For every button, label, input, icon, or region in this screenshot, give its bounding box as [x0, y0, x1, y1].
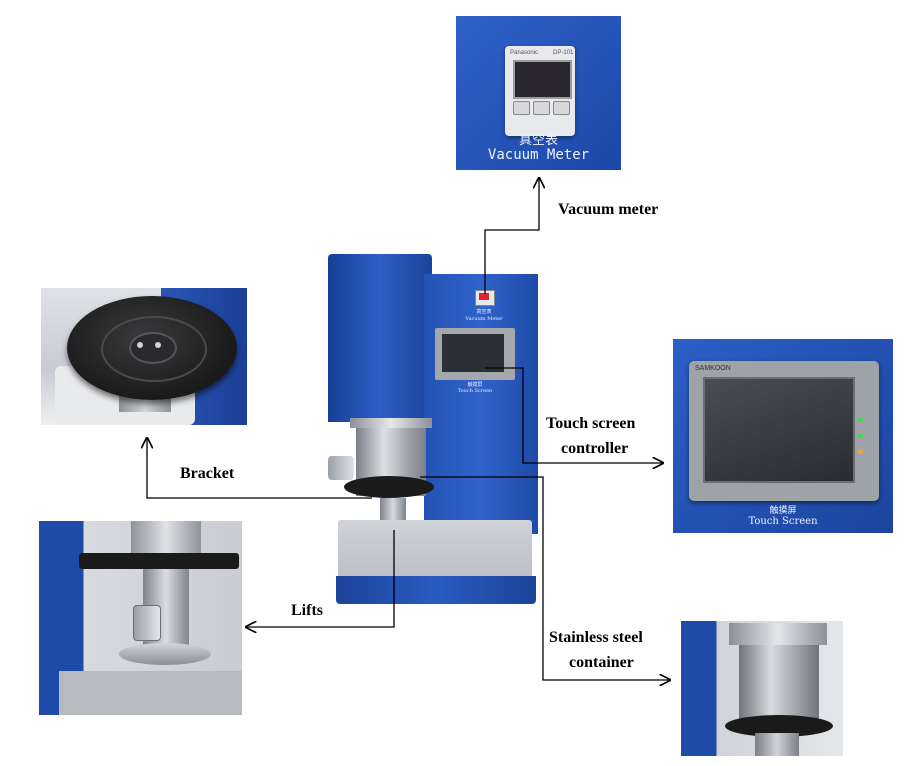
screen-label-cn: 触摸屏 — [769, 506, 797, 516]
lifts-arrow — [246, 530, 395, 627]
lifts-base-plate — [59, 671, 242, 715]
meter-model: DP-101 — [553, 50, 574, 56]
meter-label-en: Vacuum Meter — [487, 147, 590, 163]
meter-label-cn: 真空表 — [518, 133, 558, 148]
container-ring — [725, 715, 833, 737]
machine-head — [328, 254, 432, 422]
lifts-clamp — [133, 605, 161, 641]
machine-screen-display — [442, 334, 504, 372]
bracket-disc-ring — [101, 316, 207, 382]
lifts-column-top — [131, 521, 201, 555]
bracket-label: Bracket — [180, 465, 235, 482]
meter-button-1 — [513, 101, 530, 115]
bracket-arrow — [147, 438, 372, 499]
vacuum-meter-label: Vacuum meter — [558, 201, 659, 218]
screen-brand: SAMKOON — [695, 365, 731, 372]
machine-body — [424, 274, 538, 534]
machine-container-top — [350, 418, 432, 428]
container-photo — [681, 621, 843, 756]
container-body — [739, 645, 819, 725]
screen-display — [703, 377, 855, 483]
bracket-photo — [41, 288, 247, 425]
machine-screen-en: Touch Screen — [457, 388, 493, 394]
screen-led-orange — [858, 449, 863, 454]
container-arrow — [420, 476, 670, 680]
touch-screen-photo: SAMKOON 触摸屏 Touch Screen — [673, 339, 893, 533]
screen-label-en: Touch Screen — [748, 516, 818, 527]
touch-screen-arrow — [485, 367, 663, 463]
machine-base — [338, 520, 532, 578]
machine-bracket-disc — [344, 476, 434, 498]
lifts-photo — [39, 521, 242, 715]
meter-button-2 — [533, 101, 550, 115]
meter-brand: Panasonic — [510, 50, 539, 56]
touch-screen-label-2: controller — [561, 440, 629, 457]
machine-meter-en: Vacuum Meter — [465, 316, 503, 322]
container-label-1: Stainless steel — [549, 629, 643, 646]
lifts-label: Lifts — [291, 602, 323, 619]
touch-screen-label-1: Touch screen — [546, 415, 636, 432]
lifts-black-disc — [79, 553, 239, 569]
machine-plinth — [336, 576, 536, 604]
lifts-flange — [119, 643, 211, 665]
container-base — [755, 733, 799, 756]
vacuum-meter-arrow — [484, 178, 539, 294]
machine-knob — [328, 456, 354, 480]
bracket-disc-hub — [129, 332, 177, 364]
machine-meter-cn: 真空表 — [476, 309, 492, 315]
meter-button-3 — [553, 101, 570, 115]
machine-meter-display — [479, 293, 489, 300]
bracket-hole-1 — [137, 342, 143, 348]
vacuum-meter-photo: Panasonic DP-101 真空表 Vacuum Meter — [456, 16, 621, 170]
container-label-2: container — [569, 654, 634, 671]
meter-display — [513, 60, 572, 99]
machine-screen-cn: 触摸屏 — [467, 382, 483, 388]
screen-led-green — [858, 417, 863, 422]
machine-photo: 真空表 Vacuum Meter 触摸屏 Touch Screen — [322, 250, 542, 608]
bracket-hole-2 — [155, 342, 161, 348]
screen-led-green-2 — [858, 433, 863, 438]
container-lid — [729, 623, 827, 645]
